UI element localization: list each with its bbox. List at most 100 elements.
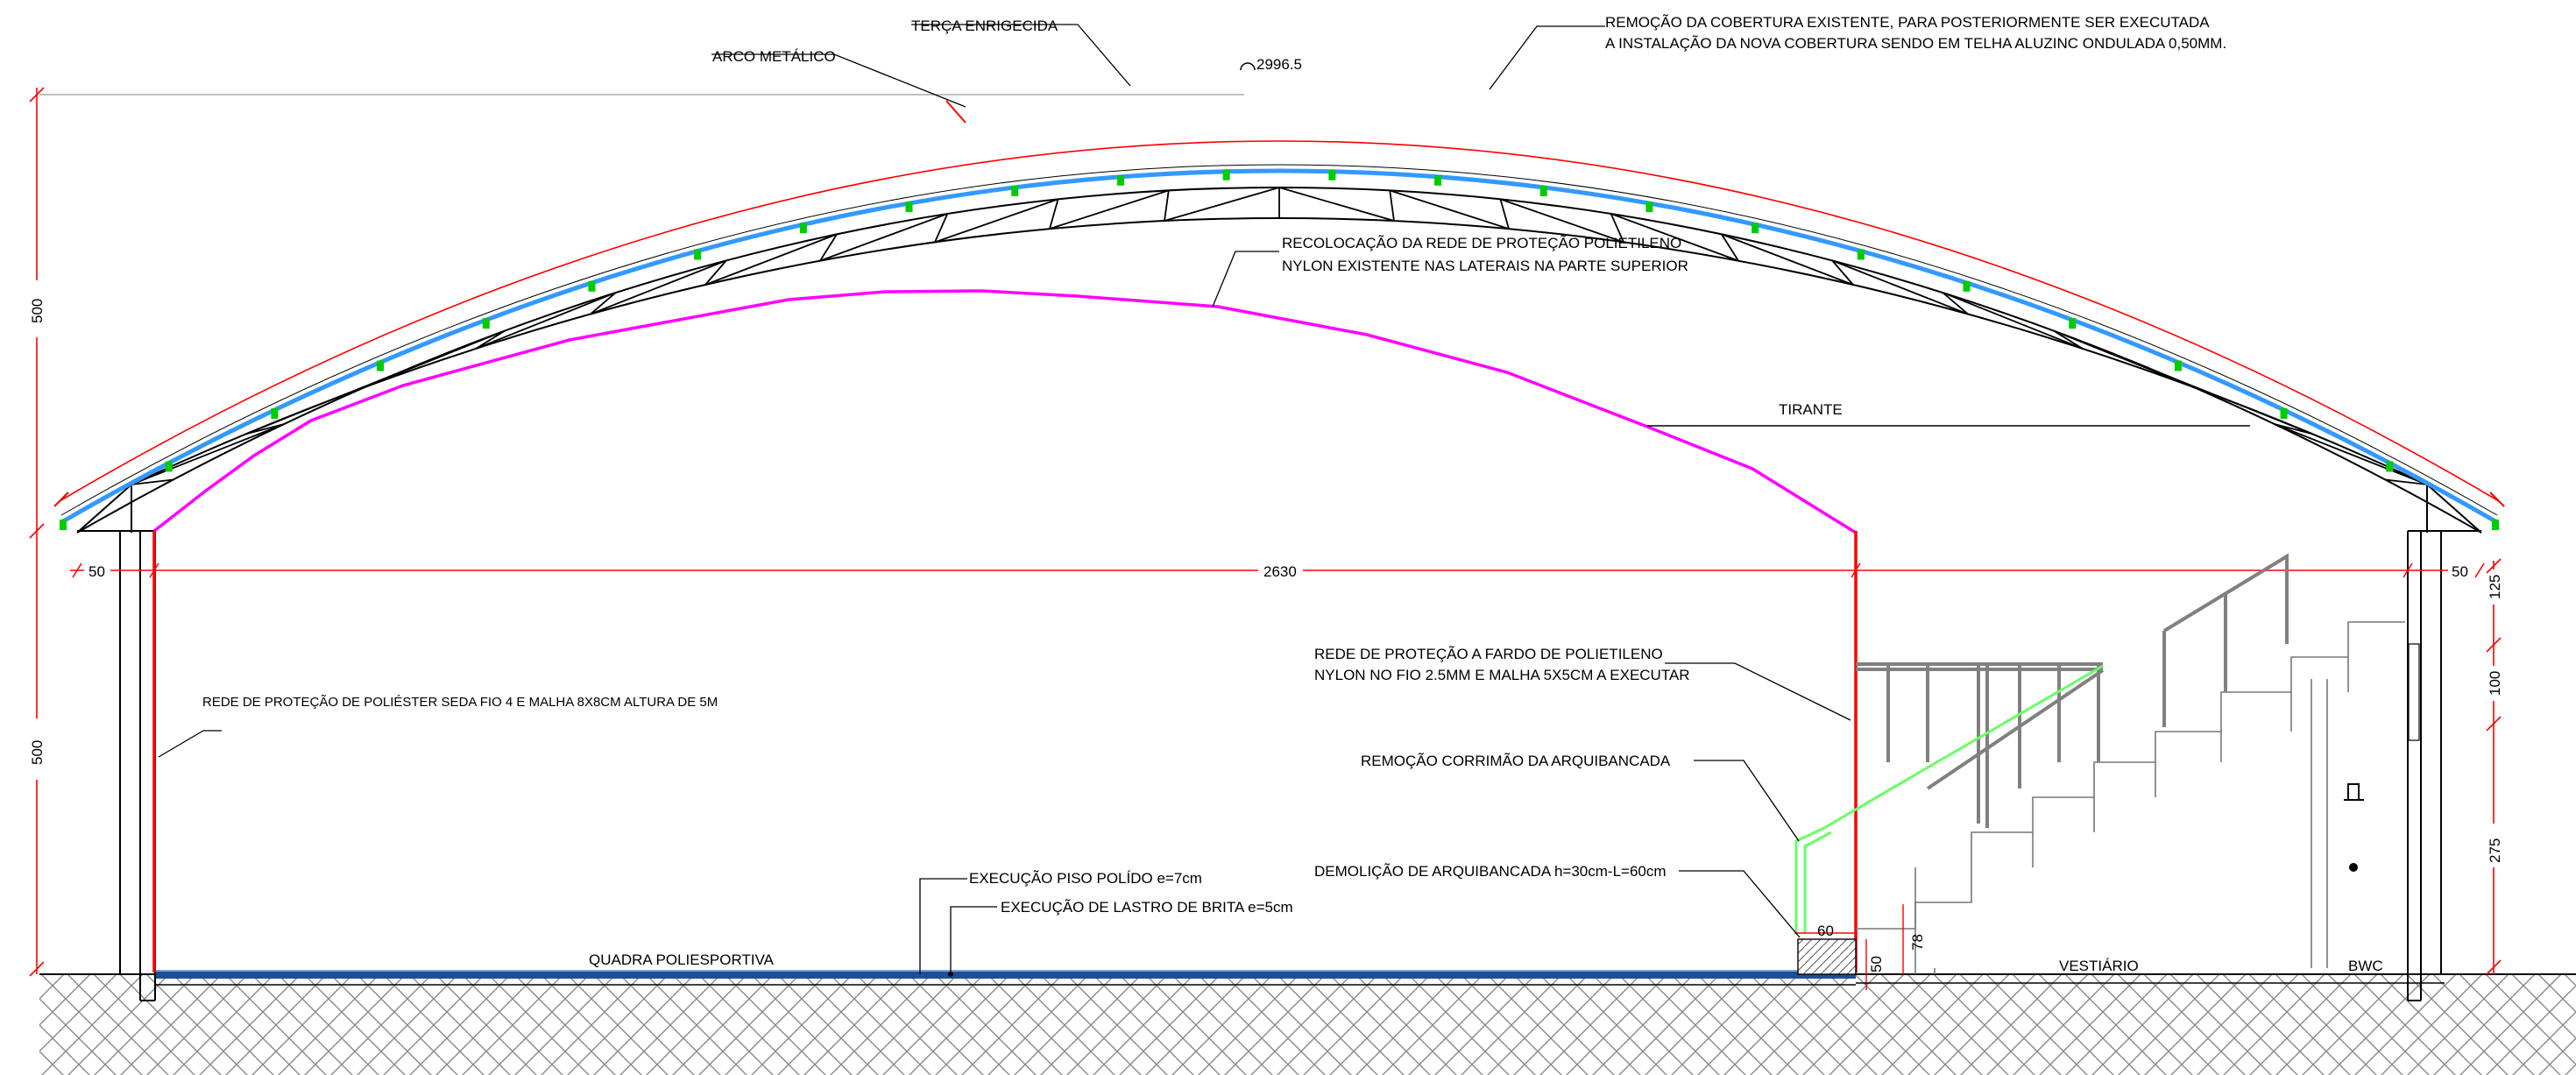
truss-vertical — [1049, 199, 1059, 230]
label-quadra: QUADRA POLIESPORTIVA — [589, 951, 775, 968]
arc-dimension-mask — [1235, 54, 1323, 74]
truss-diagonal — [2274, 423, 2428, 485]
truss-vertical — [1831, 259, 1854, 286]
truss-diagonal — [1500, 198, 1624, 244]
handrail-to-remove — [1794, 664, 2104, 933]
toilet-icon — [2344, 783, 2364, 801]
arc-symbol-icon — [1240, 62, 1256, 71]
label-rede-fardo-2: NYLON NO FIO 2.5MM E MALHA 5X5CM A EXECU… — [1314, 667, 1690, 683]
arc-length-label: 2996.5 — [1256, 56, 1302, 73]
truss-diagonal — [1943, 292, 2084, 350]
left-height-dimension — [29, 87, 45, 977]
purlin — [1645, 202, 1653, 213]
label-rede-fardo-1: REDE DE PROTEÇÃO A FARDO DE POLIETILENO — [1314, 646, 1663, 662]
truss-diagonal — [1049, 189, 1170, 230]
span-label: 2630 — [1263, 563, 1297, 580]
label-arco-metalico: ARCO METÁLICO — [712, 48, 836, 65]
truss-vertical — [704, 259, 727, 286]
label-recolocacao-1: RECOLOCAÇÃO DA REDE DE PROTEÇÃO POLIETIL… — [1282, 235, 1681, 251]
truss-diagonal — [1389, 189, 1510, 230]
purlin — [165, 461, 173, 472]
leader-lines — [158, 24, 1851, 974]
truss-diagonal — [704, 233, 838, 286]
truss-vertical — [475, 329, 506, 350]
label-remocao-corrimao: REMOÇÃO CORRIMÃO DA ARQUIBANCADA — [1361, 753, 1671, 769]
step-50-label: 50 — [1868, 956, 1885, 972]
label-demolicao: DEMOLIÇÃO DE ARQUIBANCADA h=30cm-L=60cm — [1314, 863, 1667, 880]
truss-vertical — [2385, 478, 2428, 485]
step-78-label: 78 — [1909, 934, 1926, 951]
arc-tick-right — [2489, 492, 2505, 507]
purlin — [1857, 249, 1865, 260]
truss-vertical — [1942, 292, 1969, 315]
purlin — [1963, 280, 1971, 292]
purlin — [1222, 169, 1230, 180]
truss-diagonal — [819, 213, 948, 262]
label-remocao-cobertura-2: A INSTALAÇÃO DA NOVA COBERTURA SENDO EM … — [1605, 35, 2226, 52]
truss-diagonal — [1610, 213, 1739, 262]
truss-vertical — [131, 478, 173, 485]
truss-vertical — [819, 233, 838, 262]
demolition-block — [1797, 938, 1857, 975]
label-rede-poliester: REDE DE PROTEÇÃO DE POLIÉSTER SEDA FIO 4… — [202, 695, 718, 710]
purlin — [2280, 407, 2288, 419]
ground-hatch — [39, 974, 2576, 1075]
purlin — [588, 280, 596, 292]
truss-vertical — [1610, 213, 1624, 243]
roof-sheet-top — [60, 164, 2498, 516]
purlin — [2174, 360, 2182, 371]
truss-diagonal — [1831, 259, 1969, 315]
purlin — [377, 360, 385, 371]
left-overhang-label: 50 — [88, 563, 105, 580]
purlin — [1539, 185, 1547, 196]
truss-diagonal — [1721, 233, 1854, 286]
floor-marker — [948, 972, 953, 977]
truss-vertical — [934, 213, 949, 243]
truss-diagonal — [360, 329, 506, 390]
dim-100-label: 100 — [2487, 671, 2503, 696]
truss-diagonal — [1164, 187, 1280, 222]
truss-diagonal — [2163, 373, 2313, 435]
dim-125-label: 125 — [2487, 575, 2503, 599]
roof-height-label: 500 — [29, 299, 46, 323]
roof-sheet — [61, 168, 2497, 524]
upper-railing — [1856, 553, 2289, 828]
span-dimension — [70, 562, 2485, 578]
truss-diagonal — [934, 198, 1058, 244]
right-overhang-label: 50 — [2452, 563, 2468, 580]
purlin — [1116, 174, 1124, 186]
step-60-label: 60 — [1817, 923, 1834, 939]
purlin — [799, 223, 807, 234]
truss-vertical — [245, 423, 285, 435]
purlin — [2386, 461, 2394, 472]
drain-icon — [2349, 863, 2358, 872]
upper-protection-net — [152, 289, 1857, 534]
label-recolocacao-2: NYLON EXISTENTE NAS LATERAIS NA PARTE SU… — [1282, 258, 1688, 274]
dim-275-label: 275 — [2487, 838, 2503, 863]
floor-slab — [154, 971, 1856, 979]
label-terca: TERÇA ENRIGECIDA — [911, 18, 1058, 34]
label-bwc: BWC — [2348, 958, 2383, 974]
truss-vertical — [1164, 190, 1170, 222]
left-column — [119, 531, 156, 1001]
truss-vertical — [1499, 199, 1510, 230]
purlin — [1752, 223, 1759, 234]
label-tirante: TIRANTE — [1779, 401, 1843, 418]
purlin — [60, 520, 67, 530]
arc-tick-left — [53, 492, 69, 507]
bleachers — [1856, 621, 2405, 974]
label-lastro: EXECUÇÃO DE LASTRO DE BRITA e=5cm — [1001, 899, 1293, 916]
purlin — [905, 202, 913, 213]
purlins — [60, 169, 2499, 530]
truss-vertical — [1389, 190, 1395, 222]
truss-diagonal — [1278, 187, 1395, 222]
truss-vertical — [2274, 423, 2313, 435]
right-column — [2407, 531, 2442, 1001]
truss-diagonal — [131, 423, 285, 485]
label-vestiario: VESTIÁRIO — [2059, 958, 2139, 974]
label-piso: EXECUÇÃO PISO POLÍDO e=7cm — [969, 870, 1202, 887]
purlin — [1328, 169, 1336, 180]
purlin — [1434, 174, 1442, 186]
truss-vertical — [2053, 329, 2084, 350]
